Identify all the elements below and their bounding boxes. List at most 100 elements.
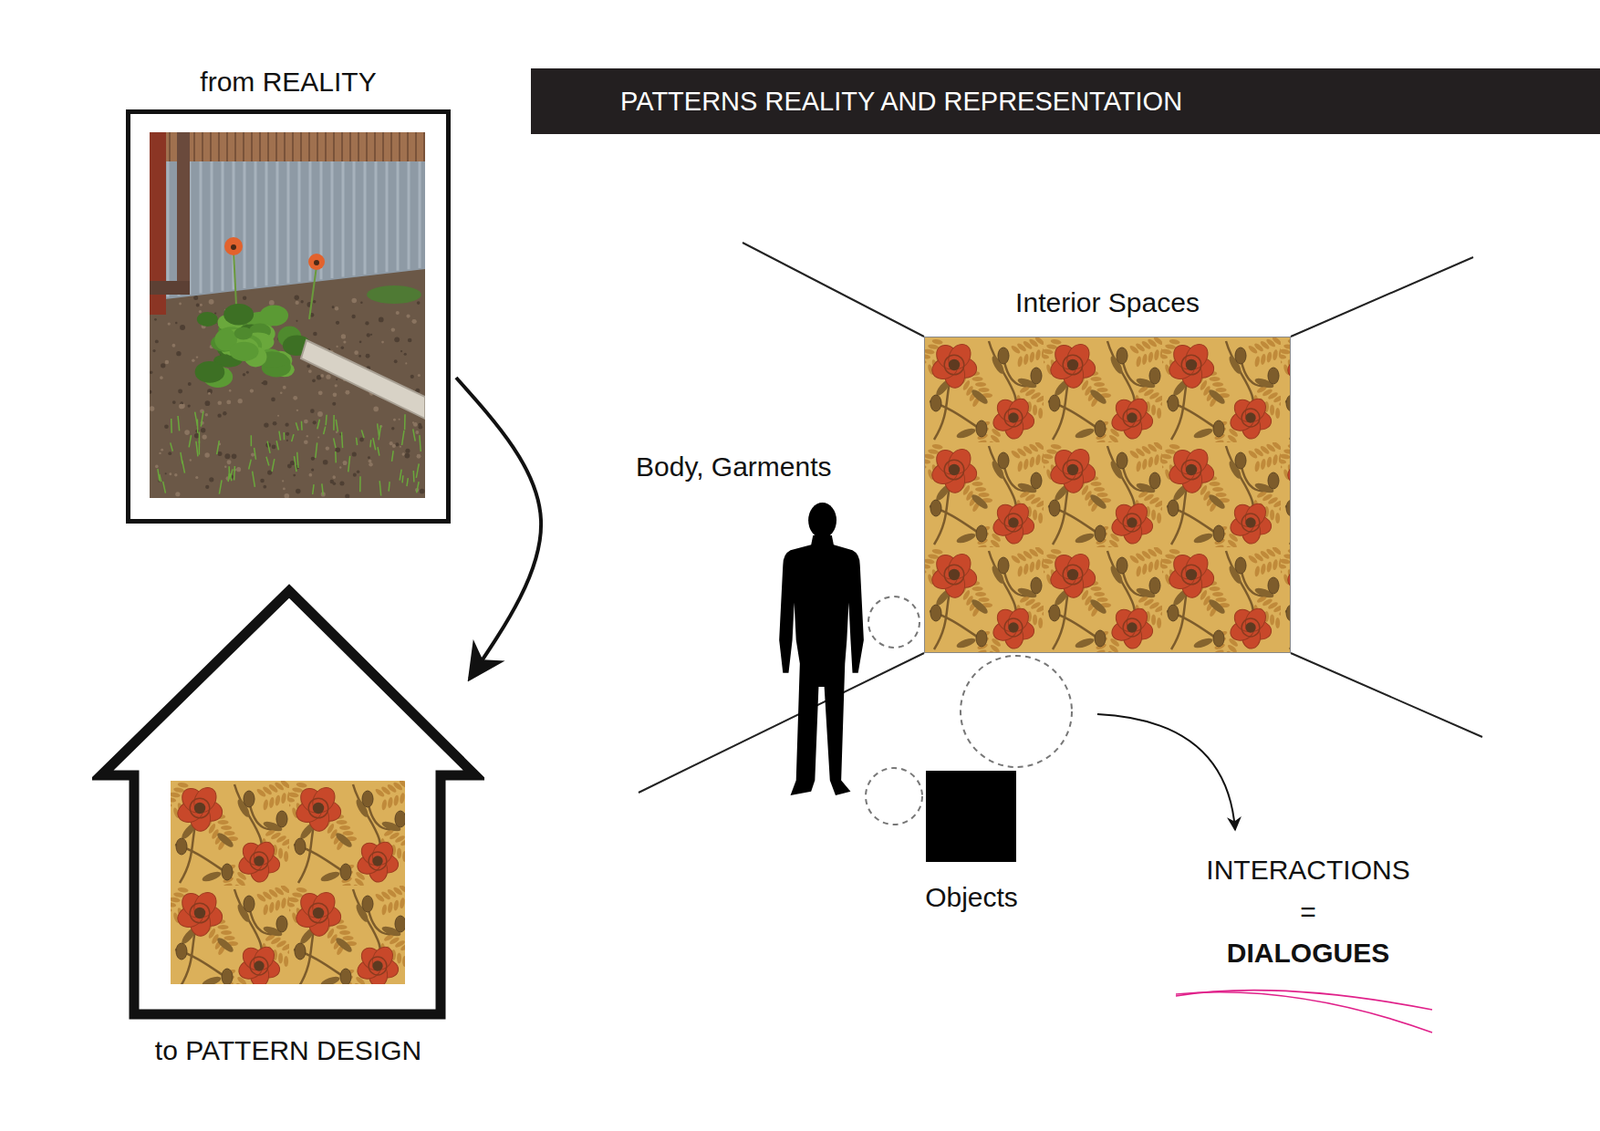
wall-panel	[924, 336, 1291, 654]
ground-speck	[193, 295, 198, 301]
grass-patch	[366, 285, 422, 304]
grass-blade	[348, 456, 351, 472]
ground-speck	[309, 473, 313, 478]
ground-speck	[217, 451, 222, 457]
grass-blade	[399, 469, 402, 481]
ground-speck	[280, 392, 283, 395]
ground-speck	[149, 405, 155, 412]
wall-rib	[243, 159, 247, 289]
ground-speck	[167, 322, 171, 325]
ground-speck	[312, 300, 316, 303]
drain-elbow	[149, 280, 190, 295]
rust-line	[398, 132, 401, 162]
house-shape	[101, 591, 476, 1015]
ground-speck	[358, 354, 362, 358]
ground-speck	[168, 472, 172, 476]
node-label: Interior Spaces	[1015, 286, 1200, 320]
rust-line	[209, 132, 212, 162]
bush-leaf	[259, 304, 289, 326]
ground-speck	[394, 336, 400, 343]
grass-blade	[377, 446, 380, 457]
ground-speck	[224, 453, 230, 459]
node-label: Objects	[924, 881, 1019, 915]
poppy-flower	[308, 253, 325, 271]
ground-speck	[196, 303, 200, 308]
rust-line	[316, 132, 319, 162]
grass-blade	[297, 452, 299, 468]
ground-speck	[187, 382, 192, 386]
grass-blade	[315, 442, 318, 458]
grass-blade	[323, 426, 326, 435]
ground-speck	[158, 452, 161, 455]
ground-speck	[260, 382, 263, 385]
wall-rib	[287, 159, 291, 284]
grass-blade	[249, 459, 252, 470]
ground-speck	[342, 460, 347, 466]
ground-speck	[322, 459, 329, 466]
rust-line	[242, 132, 245, 162]
ground-speck	[320, 374, 324, 378]
pattern-fill	[924, 337, 1290, 653]
ground-speck	[178, 302, 182, 306]
ground-speck	[222, 411, 227, 416]
grass-blade	[356, 437, 358, 446]
grass-blade	[229, 473, 232, 481]
grass-blade	[200, 411, 204, 427]
ground-speck	[417, 374, 421, 377]
ground-speck	[165, 472, 167, 475]
grass-blade	[266, 457, 270, 467]
ground-speck	[303, 419, 309, 425]
ground-speck	[303, 439, 309, 445]
ground-speck	[208, 477, 214, 482]
rust-line	[332, 132, 335, 162]
ground-speck	[412, 319, 416, 323]
ground-speck	[242, 373, 246, 376]
ground-speck	[231, 454, 238, 460]
ground-speck	[265, 381, 268, 384]
grass-blade	[333, 437, 336, 448]
ground-speck	[310, 408, 315, 414]
grass-blade	[283, 432, 286, 440]
ground-speck	[332, 393, 338, 398]
ground-speck	[417, 423, 422, 427]
ground-speck	[368, 459, 373, 464]
ground-speck	[334, 306, 339, 311]
grass-blade	[217, 440, 220, 455]
grass-blade	[359, 476, 362, 492]
ground-speck	[344, 493, 350, 499]
ground-speck	[277, 415, 280, 417]
ground-speck	[246, 371, 250, 375]
bush-leaf	[223, 303, 254, 325]
ground-speck	[189, 458, 192, 461]
ground-speck	[400, 350, 403, 353]
perspective-line	[742, 242, 925, 337]
ground-speck	[224, 466, 227, 468]
ground-speck	[366, 332, 371, 337]
rust-line	[390, 132, 393, 162]
rust-line	[349, 132, 352, 162]
poppy-stem	[233, 250, 237, 306]
wall-rib	[199, 159, 203, 294]
ground-speck	[285, 432, 290, 437]
ground-speck	[295, 301, 300, 305]
ground-speck	[160, 448, 164, 452]
rust-line	[365, 132, 368, 162]
ground-speck	[367, 456, 371, 459]
grass-blade	[271, 458, 275, 472]
photo-frame	[125, 109, 451, 524]
ground-speck	[392, 444, 396, 448]
house-node: to PATTERN DESIGN	[92, 583, 485, 1081]
ground-speck	[281, 479, 284, 482]
wall-rib	[353, 159, 356, 276]
ground-speck	[205, 485, 209, 489]
rust-line	[357, 132, 360, 162]
ground-speck	[286, 439, 289, 442]
wall-rib	[363, 159, 367, 275]
ground-speck	[332, 305, 335, 309]
ground-speck	[195, 476, 198, 479]
head	[808, 502, 837, 539]
rust-line	[341, 132, 343, 162]
ground-speck	[152, 349, 156, 353]
ground-speck	[295, 320, 298, 323]
ground-speck	[342, 460, 347, 466]
